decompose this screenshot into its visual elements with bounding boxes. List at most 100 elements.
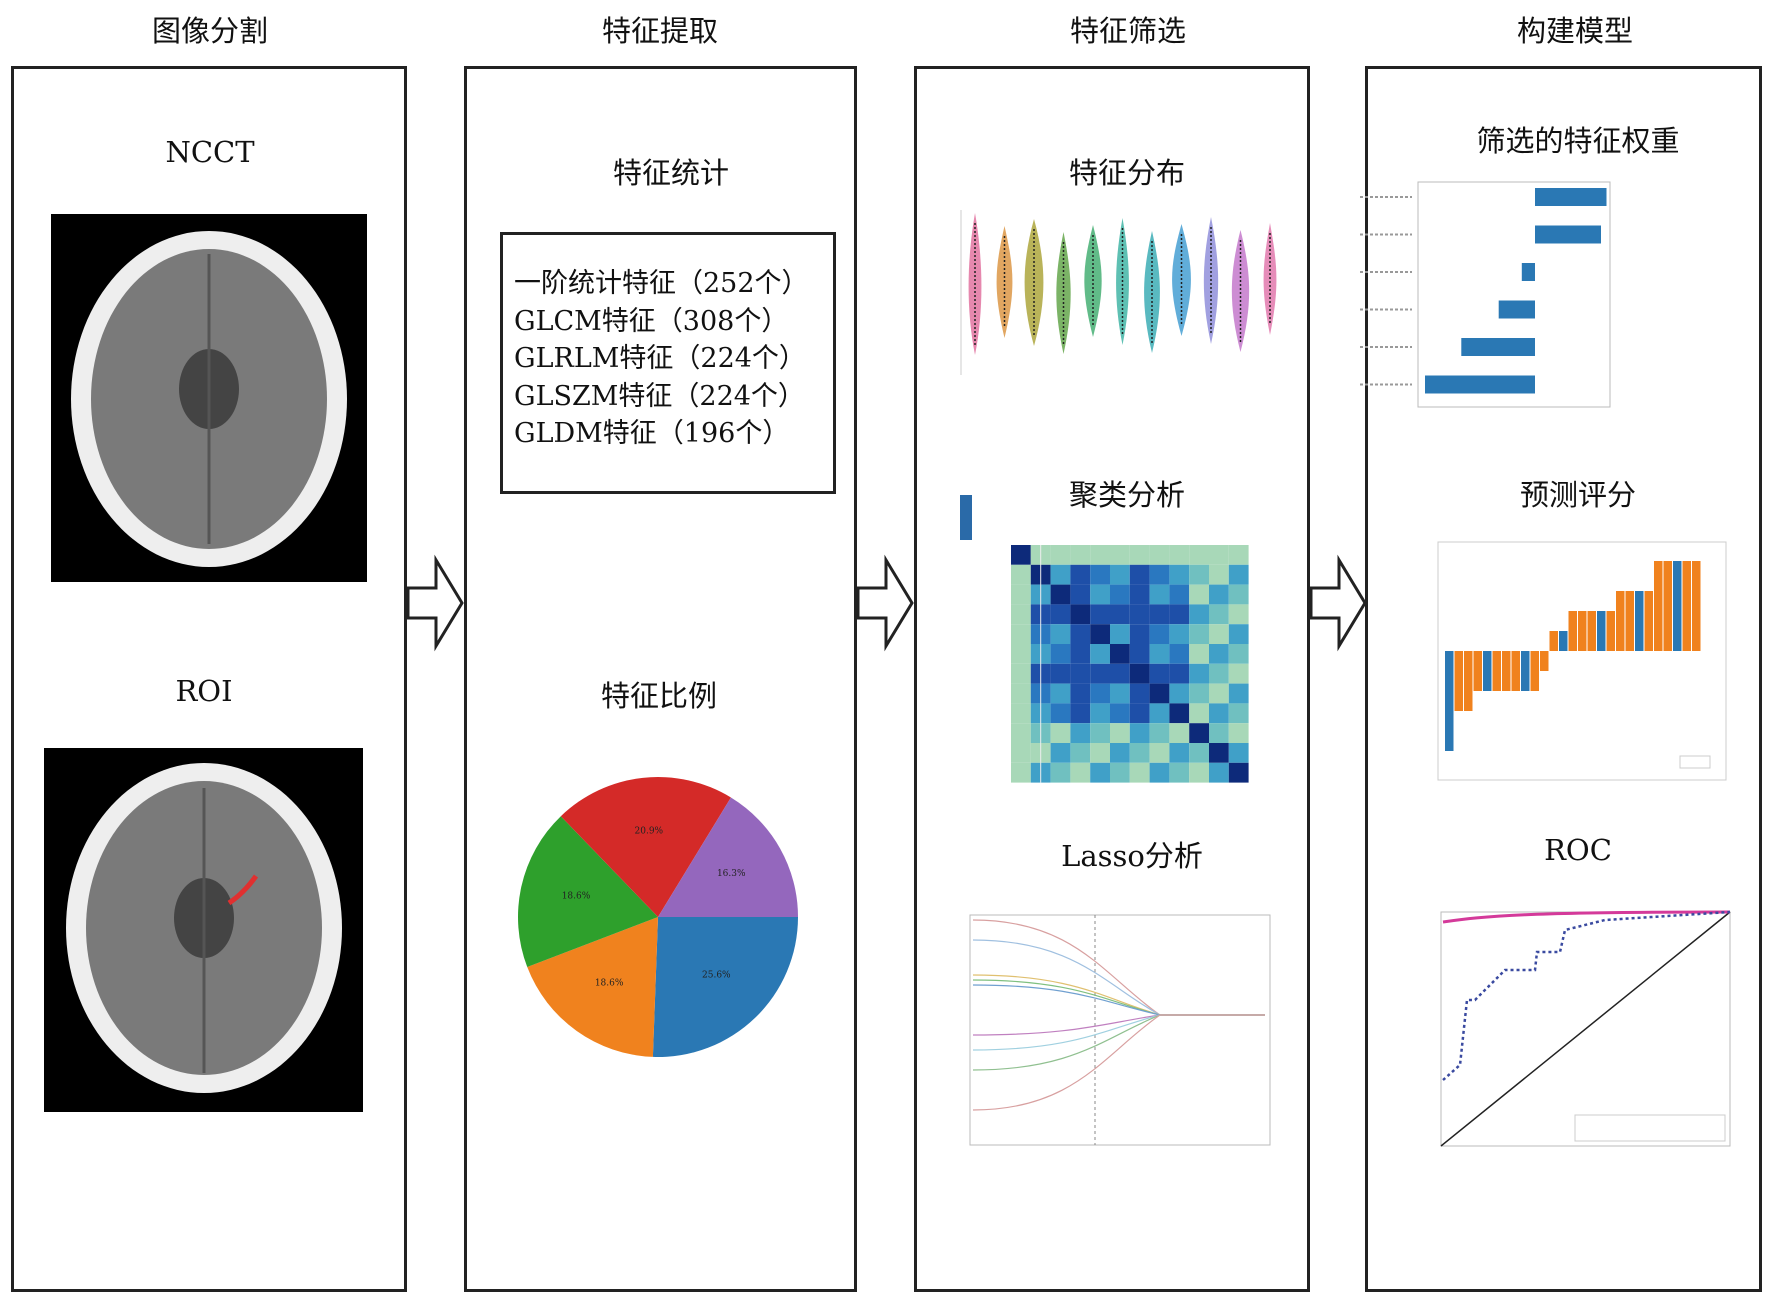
heatmap-cell [1209,624,1229,644]
heatmap-cell [1110,545,1130,565]
roi-marker [227,874,259,906]
header-selection: 特征筛选 [1069,14,1186,48]
plot-frame [969,914,1271,1146]
heatmap-cell [1110,762,1130,783]
heatmap-cell [1050,644,1071,664]
weight-bar [1521,263,1535,281]
heatmap-cell [1228,624,1249,644]
header-modeling: 构建模型 [1516,14,1633,48]
pie-percent-label: 25.6% [702,970,731,980]
heatmap-cell [1169,663,1190,684]
score-bar [1692,561,1701,651]
chance-line [1440,911,1731,1147]
heatmap-cell [1050,743,1071,763]
heatmap-cell [1209,564,1229,585]
pie-slice [560,777,731,917]
ncct-ct-image [51,214,367,582]
roc-chart [1440,910,1731,1147]
heatmap-cell [1149,723,1170,743]
heatmap-cell [1189,743,1209,763]
heatmap-cell [1050,564,1071,585]
heatmap-cell [1011,762,1031,783]
heatmap-cell [1129,743,1150,763]
lasso-title: Lasso分析 [1061,839,1203,873]
stat-line: GLCM特征（308个） [514,305,789,337]
roc-title: ROC [1544,833,1612,867]
heatmap-cell [1011,683,1031,704]
heatmap-cell [1129,564,1150,585]
heatmap-cell [1110,703,1130,724]
heatmap-cell [1189,624,1209,644]
weight-bar [1425,375,1535,394]
heatmap-cell [1149,545,1170,565]
heatmap-cell [1070,545,1091,565]
pie-slice [658,797,798,917]
heatmap-cell [1129,723,1150,743]
heatmap-cell [1189,683,1209,704]
heatmap-cell [1011,564,1031,585]
plot-frame [1437,541,1727,781]
heatmap-cell [1209,723,1229,743]
legend [1679,755,1711,769]
score-bar [1682,561,1691,651]
score-bar [1483,651,1492,691]
heatmap-cell [1011,743,1031,763]
heatmap-cell [1169,703,1190,724]
heatmap-cell [1189,723,1209,743]
roc-curve-test [1442,910,1731,1081]
heatmap-cell [1129,604,1150,625]
score-bar [1663,561,1672,651]
heatmap-cell [1149,762,1170,783]
heatmap-cell [1129,644,1150,664]
heatmap-cell [1228,743,1249,763]
heatmap-cell [1228,663,1249,684]
heatmap-cell [1050,703,1071,724]
coefficient-path [972,1014,1265,1071]
score-bar [1530,651,1539,691]
heatmap-cell [1228,644,1249,664]
heatmap-cell [1090,762,1110,783]
heatmap-cell [1050,762,1071,783]
coefficient-path [972,1014,1265,1036]
weight-bar [1498,300,1535,319]
cluster-title: 聚类分析 [1068,478,1185,512]
heatmap-cell [1011,644,1031,664]
heatmap-cell [1070,743,1091,763]
heatmap-cell [1149,644,1170,664]
heatmap-cell [1169,564,1190,585]
weight-bar [1461,338,1535,356]
score-bar [1473,651,1482,691]
heatmap-cell [1110,723,1130,743]
feature-stats-box: 一阶统计特征（252个） GLCM特征（308个） GLRLM特征（224个） … [500,232,836,494]
heatmap-cell [1011,723,1031,743]
heatmap-cell [1011,584,1031,605]
heatmap-cell [1129,584,1150,605]
lasso-plot [969,914,1271,1146]
stats-title: 特征统计 [612,156,729,190]
heatmap-cell [1011,663,1031,684]
heatmap-cell [1070,584,1091,605]
heatmap-cell [1189,663,1209,684]
arrow-right-icon [406,554,464,652]
score-bar [1559,631,1568,651]
heatmap-cell [1189,604,1209,625]
dist-title: 特征分布 [1068,156,1185,190]
roi-ct-image [44,748,363,1112]
pie-slice [527,917,658,1057]
heatmap-cell [1209,604,1229,625]
pie-slice [518,816,658,968]
heatmap-cell [1011,604,1031,625]
panel-modeling [1365,66,1762,1292]
roc-curve-train [1442,910,1731,924]
heatmap-cell [1149,604,1170,625]
heatmap-cell [1090,624,1110,644]
heatmap-cell [1070,644,1091,664]
heatmap-cell [1228,723,1249,743]
heatmap-cell [1209,584,1229,605]
heatmap-cell [1110,644,1130,664]
score-bar [1521,651,1530,691]
score-bar [1464,651,1473,711]
score-bar [1673,561,1682,651]
heatmap-cell [1070,624,1091,644]
